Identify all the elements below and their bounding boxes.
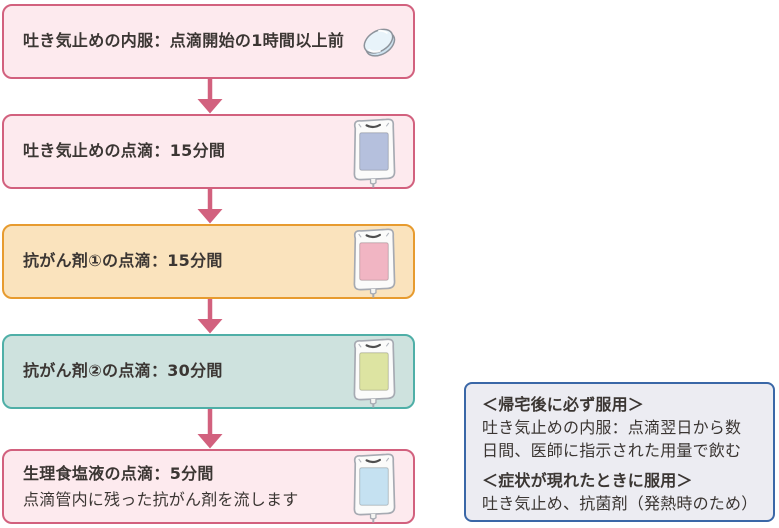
iv-bag-icon: [346, 451, 400, 522]
step-title: 抗がん剤①の点滴：15分間: [23, 251, 223, 271]
step-title: 吐き気止めの内服：点滴開始の1時間以上前: [23, 31, 345, 51]
pill-icon: [358, 22, 400, 62]
step-title: 吐き気止めの点滴：15分間: [23, 141, 226, 161]
note-heading: ＜帰宅後に必ず服用＞: [482, 395, 645, 414]
flow-step-antiemetic-iv: 吐き気止めの点滴：15分間: [2, 114, 415, 189]
flow-arrow-2-down-icon: [197, 189, 223, 224]
flow-step-oral-antiemetic: 吐き気止めの内服：点滴開始の1時間以上前: [2, 4, 415, 79]
flow-arrow-1-down-icon: [197, 79, 223, 114]
iv-bag-icon: [346, 336, 400, 407]
flow-step-anticancer-drug-2: 抗がん剤②の点滴：30分間: [2, 334, 415, 409]
note-heading: ＜症状が現れたときに服用＞: [482, 471, 693, 490]
step-subtitle: 点滴管内に残った抗がん剤を流します: [23, 489, 299, 509]
iv-bag-icon: [346, 226, 400, 297]
step-title: 生理食塩液の点滴：5分間: [23, 464, 214, 483]
flow-step-saline-flush: 生理食塩液の点滴：5分間 点滴管内に残った抗がん剤を流します: [2, 449, 415, 524]
note-section-after-return: ＜帰宅後に必ず服用＞ 吐き気止めの内服：点滴翌日から数日間、医師に指示された用量…: [482, 393, 757, 462]
note-body: 吐き気止めの内服：点滴翌日から数日間、医師に指示された用量で飲む: [482, 418, 742, 460]
flow-arrow-3-down-icon: [197, 299, 223, 334]
flow-step-anticancer-drug-1: 抗がん剤①の点滴：15分間: [2, 224, 415, 299]
note-body: 吐き気止め、抗菌剤（発熱時のため）: [482, 494, 758, 513]
flow-arrow-4-down-icon: [197, 409, 223, 449]
note-section-on-symptoms: ＜症状が現れたときに服用＞ 吐き気止め、抗菌剤（発熱時のため）: [482, 469, 757, 515]
iv-bag-icon: [346, 116, 400, 187]
step-title: 抗がん剤②の点滴：30分間: [23, 361, 223, 381]
home-medication-note: ＜帰宅後に必ず服用＞ 吐き気止めの内服：点滴翌日から数日間、医師に指示された用量…: [464, 382, 775, 522]
